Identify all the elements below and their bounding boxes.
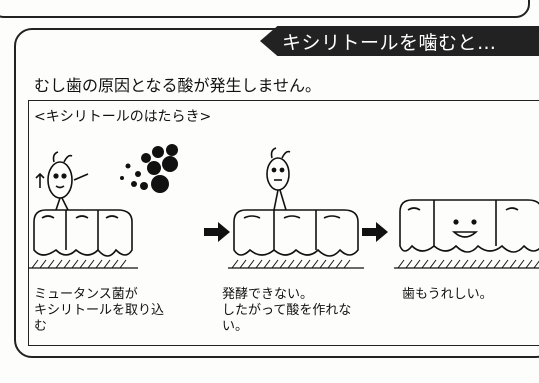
section-banner: キシリトールを噛むと… [260, 26, 539, 56]
panel-2 [228, 147, 364, 269]
caption-1: ミュータンス菌が キシリトールを取り込 む [34, 287, 165, 334]
box-title: <キシリトールのはたらき> [34, 109, 212, 125]
illustration [28, 144, 539, 269]
lead-text: むし歯の原因となる酸が発生しません。 [34, 76, 322, 95]
panel-1 [28, 151, 138, 269]
caption-2: 発酵できない。 したがって酸を作れな い。 [222, 287, 352, 334]
panel-3 [394, 199, 539, 269]
arrow-1 [204, 222, 230, 242]
caption-3: 歯もうれしい。 [402, 287, 493, 302]
banner-text: キシリトールを噛むと… [282, 31, 497, 54]
xylitol-dots [120, 144, 178, 193]
arrow-2 [362, 222, 388, 242]
top-frame [0, 0, 530, 18]
illustration-box [28, 100, 539, 346]
